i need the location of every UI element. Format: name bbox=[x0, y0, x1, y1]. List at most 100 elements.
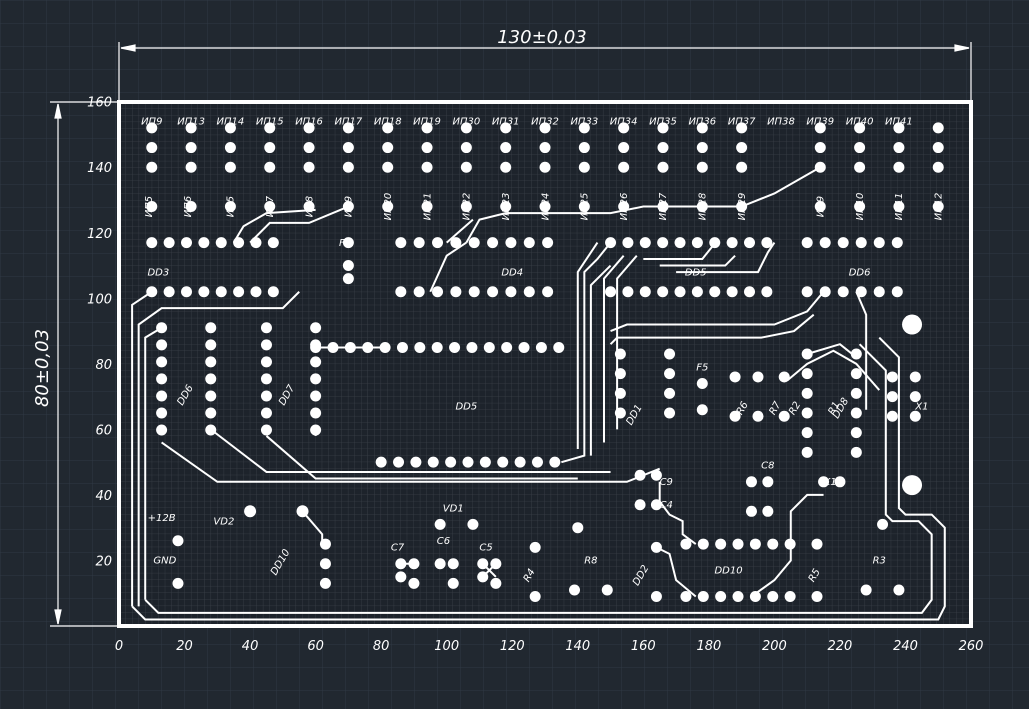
pad bbox=[657, 286, 669, 298]
pad bbox=[296, 505, 309, 518]
pad bbox=[762, 505, 774, 517]
pad bbox=[414, 341, 426, 353]
pad bbox=[205, 373, 217, 385]
pad bbox=[344, 341, 356, 353]
pad bbox=[814, 161, 826, 173]
pad bbox=[310, 407, 322, 419]
pad bbox=[680, 591, 692, 603]
pad bbox=[264, 142, 276, 154]
pad bbox=[518, 341, 530, 353]
pad bbox=[205, 424, 217, 436]
component-label: C8 bbox=[761, 461, 774, 472]
pad bbox=[850, 407, 862, 419]
component-label: ИП14 bbox=[217, 117, 245, 128]
pad bbox=[736, 142, 748, 154]
pad bbox=[650, 469, 662, 481]
pad bbox=[146, 161, 158, 173]
pad bbox=[156, 339, 168, 351]
pad bbox=[342, 201, 354, 213]
pad bbox=[303, 142, 315, 154]
pad bbox=[260, 339, 272, 351]
trace bbox=[659, 254, 736, 267]
pad bbox=[156, 356, 168, 368]
pad bbox=[778, 410, 790, 422]
component-label: ИП10 bbox=[855, 193, 866, 221]
pcb-board-grid bbox=[121, 104, 969, 624]
pad bbox=[909, 391, 921, 403]
component-label: F5 bbox=[339, 238, 351, 249]
pad bbox=[490, 558, 502, 570]
pad bbox=[553, 341, 565, 353]
pad bbox=[260, 424, 272, 436]
pad bbox=[466, 341, 478, 353]
pad bbox=[743, 237, 755, 249]
component-label: ИП34 bbox=[610, 117, 638, 128]
pad bbox=[801, 407, 813, 419]
pad bbox=[622, 237, 634, 249]
pad bbox=[146, 201, 158, 213]
pad bbox=[837, 286, 849, 298]
pad bbox=[310, 356, 322, 368]
pad bbox=[529, 541, 541, 553]
trace bbox=[446, 218, 474, 244]
pad bbox=[500, 161, 512, 173]
pad bbox=[224, 122, 236, 134]
pad bbox=[260, 390, 272, 402]
pad bbox=[618, 161, 630, 173]
pad bbox=[614, 387, 626, 399]
pad bbox=[618, 201, 630, 213]
pad bbox=[639, 237, 651, 249]
pad bbox=[801, 427, 813, 439]
pad bbox=[680, 538, 692, 550]
pad bbox=[726, 286, 738, 298]
pad bbox=[146, 122, 158, 134]
component-label: ИП5 bbox=[226, 196, 237, 217]
pads bbox=[146, 122, 944, 603]
trace bbox=[144, 343, 933, 614]
pad bbox=[205, 339, 217, 351]
pad bbox=[784, 591, 796, 603]
component-label: ИП12 bbox=[934, 193, 945, 221]
x-tick-label: 180 bbox=[696, 639, 721, 654]
x-tick-label: 200 bbox=[762, 639, 787, 654]
pad bbox=[664, 348, 676, 360]
component-label: ИП16 bbox=[295, 117, 323, 128]
pad bbox=[413, 286, 425, 298]
pad bbox=[156, 424, 168, 436]
component-label: C5 bbox=[479, 543, 492, 554]
pad bbox=[156, 373, 168, 385]
pad bbox=[745, 476, 757, 488]
component-label: ИП33 bbox=[570, 117, 598, 128]
pad bbox=[873, 286, 885, 298]
pad bbox=[156, 390, 168, 402]
width-dimension bbox=[118, 42, 972, 100]
pad bbox=[342, 142, 354, 154]
y-tick-label: 40 bbox=[95, 489, 112, 504]
pad bbox=[634, 499, 646, 511]
pad bbox=[696, 404, 708, 416]
pad bbox=[639, 286, 651, 298]
component-label: ИП9 bbox=[816, 196, 827, 217]
component-label: ИП39 bbox=[806, 117, 834, 128]
component-label: ИП41 bbox=[885, 117, 913, 128]
pad bbox=[634, 469, 646, 481]
pad bbox=[752, 371, 764, 383]
component-label: DD3 bbox=[147, 267, 169, 278]
x-tick-label: 260 bbox=[959, 639, 984, 654]
pad bbox=[801, 446, 813, 458]
trace bbox=[806, 343, 857, 359]
pad bbox=[743, 286, 755, 298]
component-label: +12B bbox=[148, 513, 176, 524]
pad bbox=[893, 122, 905, 134]
component-label: ИП19 bbox=[413, 117, 441, 128]
pad bbox=[523, 237, 535, 249]
height-dimension bbox=[50, 101, 117, 627]
pad bbox=[605, 237, 617, 249]
component-label: ИП20 bbox=[383, 193, 394, 221]
pad bbox=[657, 201, 669, 213]
pad bbox=[375, 456, 387, 468]
pad bbox=[578, 122, 590, 134]
pad bbox=[860, 584, 872, 596]
